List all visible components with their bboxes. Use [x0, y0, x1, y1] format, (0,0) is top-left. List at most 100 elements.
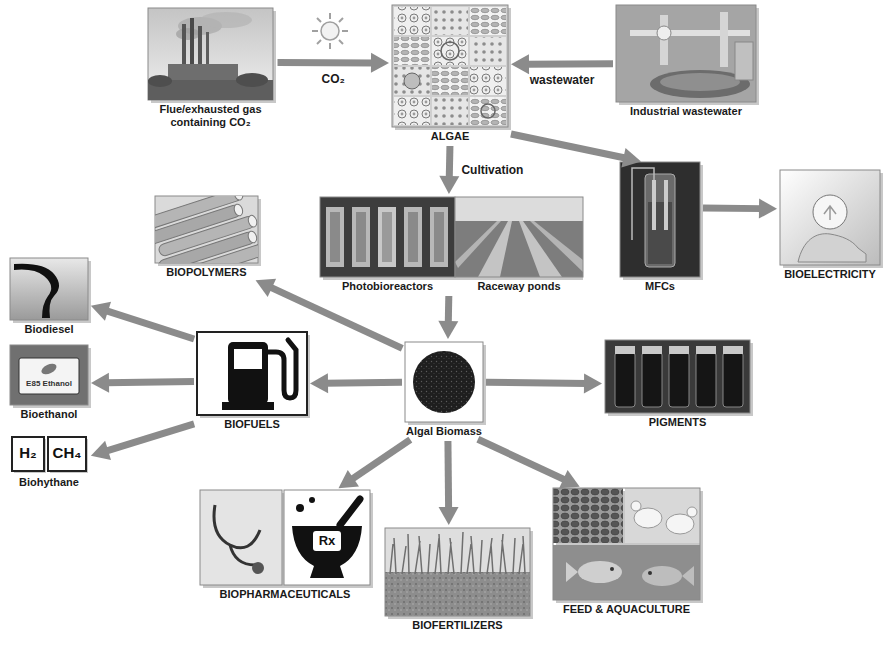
arrow-head [759, 199, 777, 219]
diagram-node: ALGAE [392, 5, 508, 143]
arrow-shaft [703, 204, 762, 212]
icon-text: CH₄ [48, 444, 86, 462]
picture-frame [780, 170, 880, 265]
arrow-head [256, 279, 277, 297]
flow-arrow [438, 296, 458, 339]
picture-frame [605, 340, 750, 413]
arrow-head [438, 321, 458, 339]
arrow-shaft [105, 424, 194, 451]
node-column: Flue/exhausted gas containing CO₂ [147, 8, 275, 129]
picture-frame [620, 162, 700, 277]
icon-text: Rx [313, 533, 341, 549]
flue-gas-photo [148, 8, 276, 103]
biohythane-icon [12, 437, 88, 473]
diagram-node: FEED & AQUACULTURE [553, 488, 700, 616]
raceway-pond-photo [455, 197, 583, 277]
diagram-node: PIGMENTS [605, 340, 750, 429]
diagram-node: BIOFUELS [197, 332, 307, 431]
arrow-head [310, 373, 328, 393]
arrow-shaft [106, 382, 194, 383]
picture-frame [455, 197, 583, 277]
edge-label: wastewater [530, 73, 595, 87]
wastewater-photo [616, 5, 759, 105]
biomass-photo [405, 342, 486, 425]
flow-arrow [277, 53, 389, 73]
node-label: FEED & AQUACULTURE [563, 603, 690, 616]
node-label: Industrial wastewater [630, 105, 742, 118]
arrow-head [439, 507, 459, 525]
diagram-node: BIOFERTILIZERS [385, 528, 530, 632]
edge-label: CO₂ [322, 72, 345, 86]
diagram-node: Flue/exhausted gas containing CO₂ [147, 8, 275, 129]
diagram-node: Industrial wastewater [616, 5, 756, 118]
bioelectricity-photo [780, 170, 883, 268]
picture-frame [200, 490, 370, 585]
icon-text: H₂ [12, 444, 44, 462]
flow-arrow [310, 373, 402, 393]
arrow-head [91, 441, 111, 460]
picture-frame [10, 258, 88, 320]
node-column: Biodiesel [10, 258, 88, 336]
arrow-head [559, 470, 580, 488]
diagram-node: PhotobioreactorsRaceway ponds [320, 197, 583, 293]
flow-arrow [91, 373, 194, 393]
arrow-shaft [277, 59, 374, 66]
arrow-head [91, 373, 109, 393]
node-label: BIOPHARMACEUTICALS [220, 588, 351, 601]
node-label: BIOELECTRICITY [784, 268, 876, 281]
node-column: ALGAE [392, 5, 508, 143]
arrow-head [371, 53, 389, 73]
bioethanol-photo [10, 345, 91, 408]
arrow-shaft [486, 382, 587, 383]
flow-arrow [439, 441, 459, 525]
biopolymer-photo [139, 184, 273, 289]
node-label: Algal Biomass [406, 425, 482, 438]
node-column: BIOFERTILIZERS [385, 528, 530, 632]
arrow-shaft [105, 310, 194, 339]
flow-arrow [511, 134, 641, 167]
picture-frame [10, 345, 88, 405]
diagram-node: Biohythane [10, 435, 88, 489]
picture-frame [392, 5, 508, 127]
flow-arrow [486, 373, 602, 393]
flow-arrow [91, 424, 194, 460]
arrow-head [439, 176, 459, 194]
icon-text: E85 Ethanol [19, 379, 79, 389]
feed-aquaculture-photos [553, 488, 703, 603]
node-label: BIOFERTILIZERS [412, 619, 502, 632]
flow-arrow [439, 146, 459, 194]
picture-frame [320, 197, 455, 277]
arrow-shaft [478, 439, 566, 480]
node-column: Industrial wastewater [616, 5, 756, 118]
photobioreactor-photo [320, 197, 583, 280]
picture-frame [385, 528, 530, 616]
flow-arrow [478, 439, 580, 488]
node-column: MFCs [620, 162, 700, 293]
picture-frame [197, 332, 307, 415]
edge-label: Cultivation [461, 163, 523, 177]
node-column: Raceway ponds [455, 197, 583, 293]
node-label: Biodiesel [25, 323, 74, 336]
biodiesel-photo [10, 258, 91, 323]
node-column: Biohythane [10, 435, 88, 489]
node-label: BIOFUELS [224, 418, 280, 431]
arrow-shaft [511, 134, 626, 158]
picture-frame [155, 196, 258, 263]
arrow-head [584, 373, 602, 393]
arrow-shaft [446, 146, 454, 179]
arrow-shaft [269, 287, 402, 349]
flow-arrow [338, 440, 410, 489]
node-label: Biohythane [19, 476, 79, 489]
arrow-shaft [526, 60, 613, 67]
flow-arrow [511, 54, 613, 74]
picture-frame [616, 5, 756, 102]
node-label: Flue/exhausted gas containing CO₂ [147, 103, 275, 129]
node-column: BIOFUELS [197, 332, 307, 431]
node-label: PIGMENTS [649, 416, 706, 429]
diagram-node: Algal Biomass [405, 342, 483, 438]
diagram-node: BIOELECTRICITY [780, 170, 880, 281]
node-label: Bioethanol [21, 408, 78, 421]
diagram-node: Biodiesel [10, 258, 88, 336]
flow-arrow [91, 302, 194, 339]
